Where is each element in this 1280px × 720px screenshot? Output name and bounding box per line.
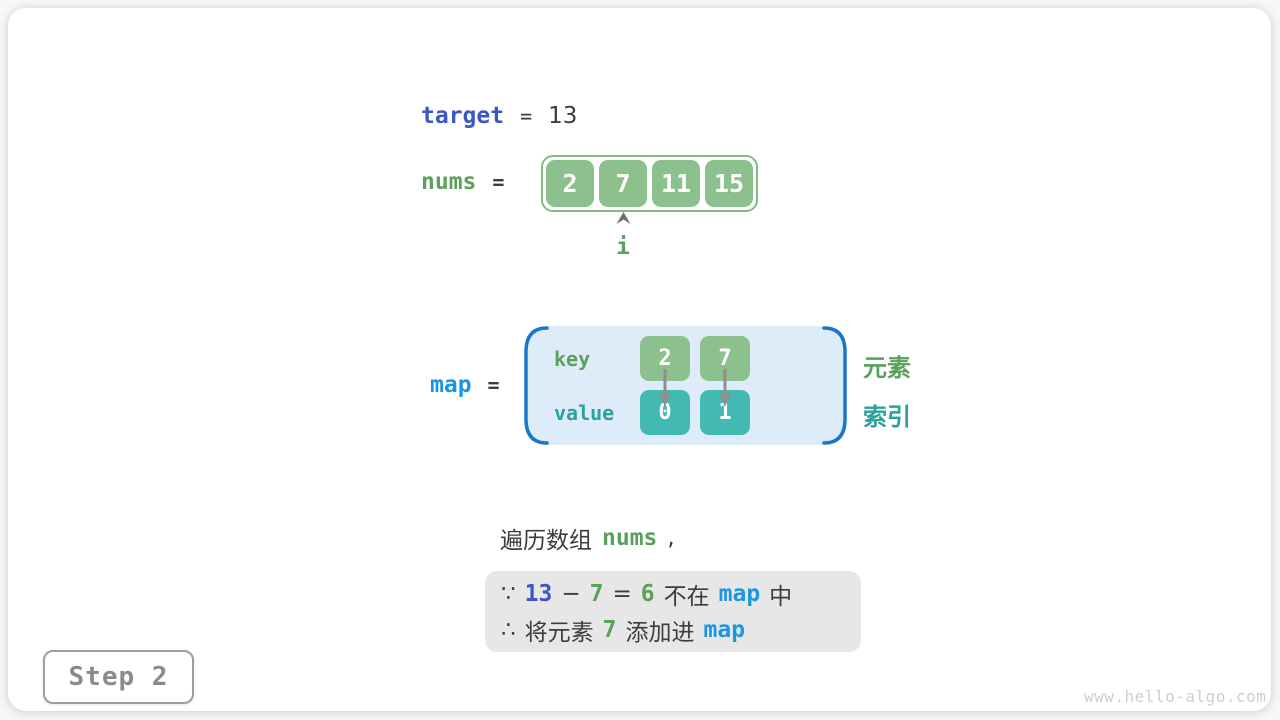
map-label: map (430, 372, 472, 398)
nums-cell: 15 (705, 160, 753, 207)
note-token: map (703, 617, 746, 643)
note-token: 13 (524, 581, 553, 607)
target-value: 13 (548, 103, 578, 129)
right-bracket-icon (822, 326, 847, 445)
caption-line: 遍历数组 nums , (500, 521, 675, 555)
note-token: ∴ (501, 617, 516, 643)
diagram-card: target = 13 nums = 2 7 11 15 i map = key (8, 8, 1271, 711)
nums-equals: = (492, 170, 505, 194)
note-line-1: ∵ 13−7 = 6 不在 map 中 (501, 576, 861, 612)
note-token: map (718, 581, 761, 607)
target-label: target (421, 103, 505, 129)
nums-cell: 11 (652, 160, 700, 207)
note-token: − (561, 581, 581, 607)
map-equals: = (487, 373, 500, 397)
watermark: www.hello-algo.com (1084, 687, 1267, 706)
note-token: = (612, 581, 632, 607)
index-label: 索引 (863, 403, 911, 431)
caption-prefix: 遍历数组 (500, 528, 592, 554)
nums-label: nums (421, 169, 477, 195)
note-token: ∵ (501, 581, 516, 607)
map-key-label: key (554, 347, 591, 371)
up-arrowhead-icon (616, 212, 631, 224)
note-token: 6 (640, 581, 655, 607)
target-equals: = (520, 104, 533, 128)
nums-cell: 2 (546, 160, 594, 207)
caption-code: nums (602, 525, 658, 551)
step-badge: Step 2 (43, 650, 194, 704)
target-expression: target = 13 (421, 103, 577, 129)
note-token: 添加进 (625, 620, 695, 646)
caption-comma: , (667, 525, 675, 551)
map-box: key value 2 7 0 1 (528, 326, 843, 445)
map-value-cell: 1 (700, 390, 750, 435)
note-token: 7 (589, 581, 604, 607)
map-value-label: value (554, 401, 615, 425)
note-box: ∵ 13−7 = 6 不在 map 中 ∴ 将元素 7 添加进 map (485, 571, 861, 652)
note-token: 中 (769, 584, 793, 610)
down-arrow-icon (659, 369, 671, 407)
nums-expression: nums = (421, 169, 504, 195)
nums-cell: 7 (599, 160, 647, 207)
pointer-i-label: i (616, 234, 630, 260)
map-expression: map = (430, 372, 500, 398)
map-value-cell: 0 (640, 390, 690, 435)
note-token: 将元素 (524, 620, 594, 646)
down-arrow-icon (719, 369, 731, 407)
note-token: 7 (602, 617, 617, 643)
left-bracket-icon (524, 326, 549, 445)
note-token: 不在 (663, 584, 710, 610)
element-label: 元素 (863, 354, 911, 382)
nums-array: 2 7 11 15 (541, 155, 758, 212)
note-line-2: ∴ 将元素 7 添加进 map (501, 612, 861, 648)
